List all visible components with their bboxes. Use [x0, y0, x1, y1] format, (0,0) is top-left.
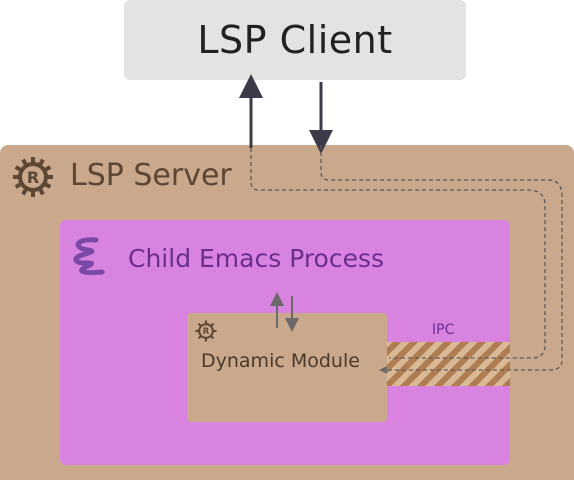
ipc-channel-block	[387, 342, 510, 386]
child-emacs-process-label: Child Emacs Process	[128, 244, 385, 273]
lsp-server-label: LSP Server	[70, 158, 232, 193]
lsp-client-box: LSP Client	[124, 0, 466, 80]
ipc-label: IPC	[432, 322, 455, 338]
svg-text:R: R	[27, 168, 39, 187]
dynamic-module-label: Dynamic Module	[201, 350, 360, 372]
rust-gear-icon: R	[13, 157, 53, 197]
rust-gear-icon: R	[195, 320, 217, 342]
emacs-icon	[73, 237, 105, 275]
lsp-client-label: LSP Client	[197, 18, 393, 62]
svg-text:R: R	[203, 326, 210, 336]
